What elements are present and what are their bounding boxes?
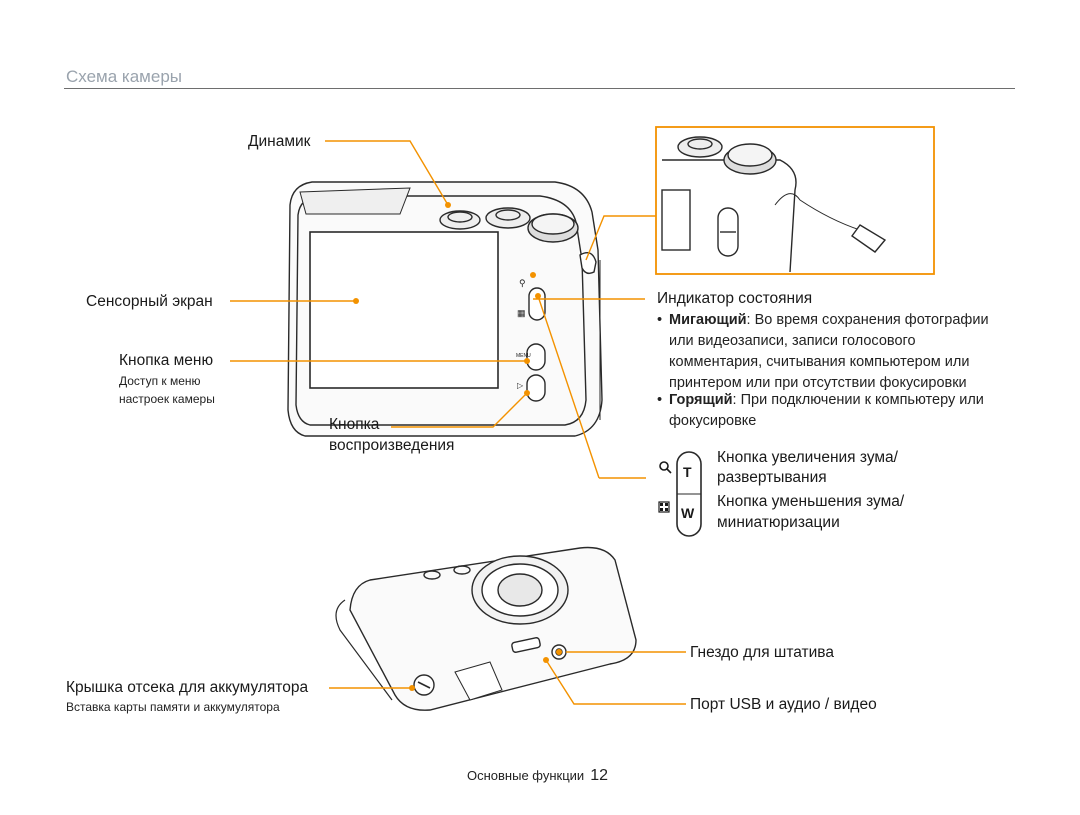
zoom-rocker-illustration	[676, 451, 702, 537]
camera-rear-illustration	[287, 181, 603, 437]
label-menu-button: Кнопка меню	[119, 352, 214, 369]
bullet: •	[657, 392, 663, 408]
section-title: Схема камеры	[66, 67, 182, 86]
svg-text:⚲: ⚲	[519, 278, 526, 288]
blinking-line-3: принтером или при отсутствии фокусировки	[669, 375, 967, 391]
bullet: •	[657, 312, 663, 328]
page-footer: Основные функции 12	[467, 767, 608, 785]
svg-text:▦: ▦	[517, 308, 526, 318]
status-steady-description: • Горящий: При подключении к компьютеру и…	[657, 390, 1037, 432]
steady-term: Горящий	[669, 392, 733, 408]
label-playback-button-1: Кнопка	[329, 416, 380, 433]
label-zoom-in-1: Кнопка увеличения зума/	[717, 449, 898, 466]
thumbnail-grid-icon	[658, 501, 670, 513]
camera-top-inset	[661, 136, 887, 273]
label-zoom-in-2: развертывания	[717, 469, 827, 486]
label-speaker: Динамик	[248, 133, 311, 150]
label-menu-button-desc-2: настроек камеры	[119, 392, 215, 406]
svg-text:MENU: MENU	[516, 353, 531, 359]
callout-speaker	[325, 140, 449, 206]
callout-zoom-diagonal	[537, 295, 600, 479]
steady-line-0: : При подключении к компьютеру или	[732, 392, 984, 408]
blinking-line-0: : Во время сохранения фотографии	[746, 312, 989, 328]
blinking-line-1: или видеозаписи, записи голосового	[669, 333, 916, 349]
steady-line-1: фокусировке	[669, 413, 757, 429]
label-zoom-out-1: Кнопка уменьшения зума/	[717, 493, 905, 510]
footer-section: Основные функции	[467, 768, 585, 783]
callout-top-inset	[585, 215, 656, 261]
blinking-term: Мигающий	[669, 312, 747, 328]
callout-usb-port	[545, 659, 686, 705]
callout-dots	[353, 202, 562, 691]
camera-rear-glyphs: ⚲ ▦ MENU ▷	[516, 278, 531, 390]
label-usb-port: Порт USB и аудио / видео	[690, 696, 877, 713]
label-menu-button-desc-1: Доступ к меню	[119, 374, 201, 388]
zoom-in-icon	[659, 461, 672, 474]
camera-bottom-illustration	[335, 546, 637, 711]
page-number: 12	[590, 767, 608, 784]
blinking-line-2: комментария, считывания компьютером или	[669, 354, 970, 370]
callout-playback-button	[391, 392, 528, 428]
label-tripod: Гнездо для штатива	[690, 644, 834, 661]
t-glyph: T	[683, 464, 692, 480]
label-status-indicator: Индикатор состояния	[657, 290, 813, 307]
title-rule	[64, 88, 1015, 89]
label-battery-cover-desc: Вставка карты памяти и аккумулятора	[66, 700, 280, 714]
label-battery-cover: Крышка отсека для аккумулятора	[66, 679, 309, 696]
label-touch-screen: Сенсорный экран	[86, 293, 213, 310]
svg-text:▷: ▷	[517, 381, 524, 390]
w-glyph: W	[681, 505, 695, 521]
label-playback-button-2: воспроизведения	[329, 437, 455, 454]
label-zoom-out-2: миниатюризации	[717, 514, 840, 531]
callout-lines	[230, 140, 686, 705]
status-blinking-description: • Мигающий: Во время сохранения фотографи…	[657, 310, 1037, 394]
